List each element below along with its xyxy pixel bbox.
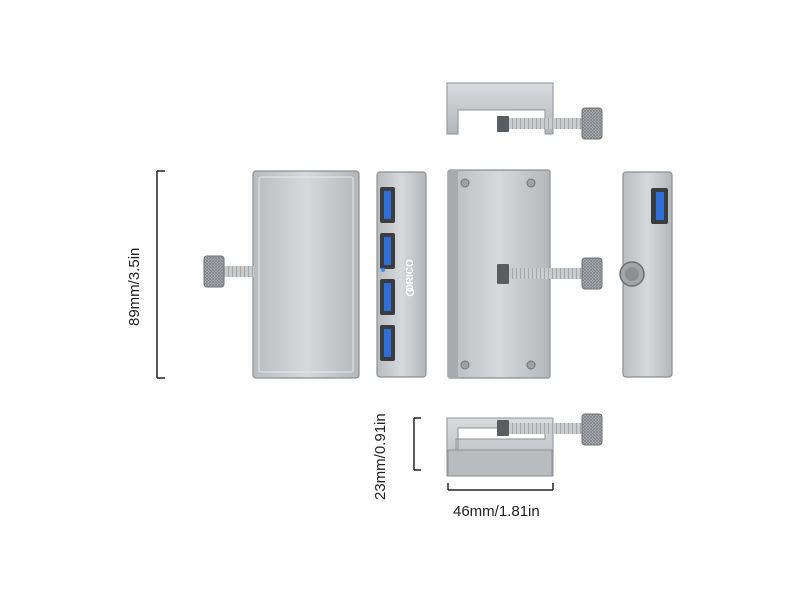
front-usb-view — [376, 171, 427, 378]
width-dimension-line — [447, 483, 554, 491]
brand-logo: ORICO — [405, 259, 416, 292]
usb-port-4 — [380, 325, 395, 361]
top-clamp-view — [446, 82, 603, 140]
usb-port-3 — [380, 279, 395, 315]
end-view — [619, 171, 673, 378]
usb-port-1 — [380, 187, 395, 223]
width-label: 46mm/1.81in — [453, 503, 540, 520]
height-label: 89mm/3.5in — [126, 247, 143, 326]
bottom-clamp-view — [446, 413, 603, 477]
usb-port-2 — [380, 233, 395, 269]
back-panel-view — [203, 170, 360, 379]
usb-port-side — [651, 188, 668, 224]
height-dimension-line — [156, 170, 165, 379]
depth-dimension-line — [413, 417, 421, 471]
depth-label: 23mm/0.91in — [372, 413, 389, 500]
side-clamp-view — [447, 169, 603, 379]
